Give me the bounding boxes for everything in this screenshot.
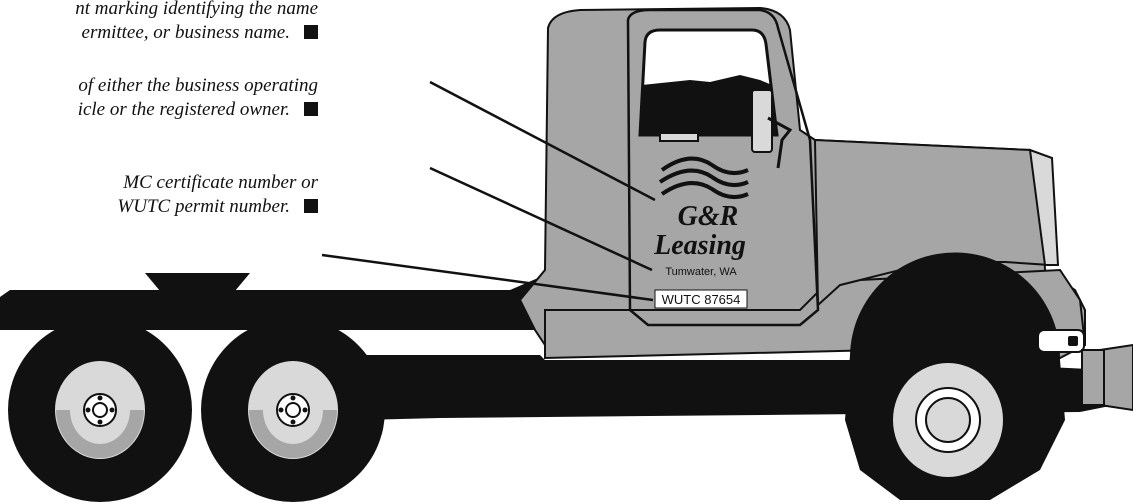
company-name-line2: Leasing [653, 230, 746, 261]
permit-number: WUTC 87654 [662, 292, 741, 307]
rear-wheel-2 [201, 318, 385, 502]
company-city: Tumwater, WA [665, 266, 737, 278]
rear-wheel-1 [8, 318, 192, 502]
company-name-line1: G&R [678, 201, 739, 232]
side-mirror [752, 90, 772, 152]
front-wheel [845, 252, 1065, 500]
bumper-block [1082, 350, 1104, 405]
door-handle [660, 133, 698, 141]
